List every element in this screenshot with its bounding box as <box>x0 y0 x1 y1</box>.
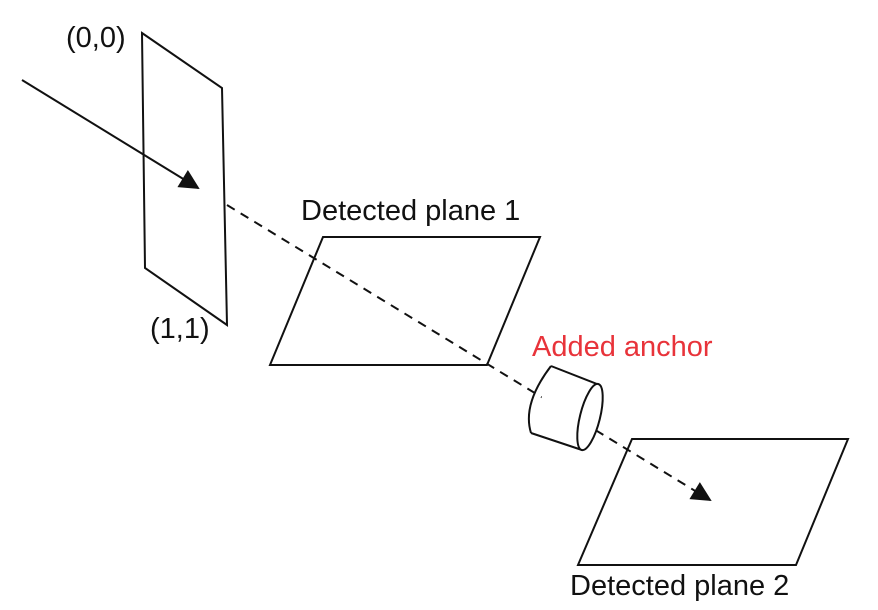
incoming-ray <box>21 79 200 190</box>
anchor-back-arc <box>527 365 552 434</box>
anchor-front-face <box>576 382 604 452</box>
origin-coordinate-label: (0,0) <box>66 22 126 54</box>
image-plane <box>140 31 229 327</box>
anchor-bottom-edge <box>530 432 583 451</box>
projected-ray <box>226 204 712 502</box>
corner-coordinate-label: (1,1) <box>150 313 210 345</box>
detected-plane-2-label: Detected plane 2 <box>570 570 790 602</box>
detected-plane-1-label: Detected plane 1 <box>301 195 521 227</box>
detected-plane-2 <box>576 438 850 566</box>
added-anchor-cylinder <box>527 365 604 452</box>
anchor-top-edge <box>550 365 598 385</box>
added-anchor-label: Added anchor <box>532 331 713 363</box>
detected-plane-1 <box>268 236 542 366</box>
